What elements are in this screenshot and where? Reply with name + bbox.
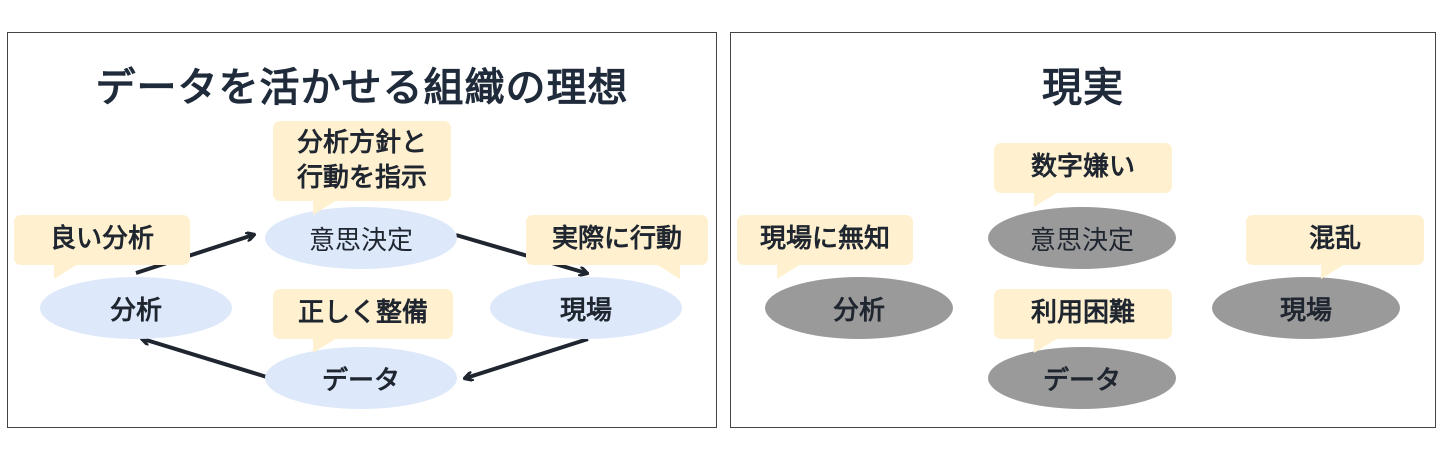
callout-directive-line1: 分析方針と: [296, 127, 427, 158]
reality-node-analysis: 分析: [765, 277, 953, 339]
node-analysis-label: 分析: [109, 295, 162, 326]
arrow-field-to-data: [466, 337, 589, 378]
reality-node-analysis-label: 分析: [832, 295, 885, 326]
node-data-label: データ: [321, 365, 400, 396]
node-analysis: 分析: [40, 277, 232, 339]
reality-node-data-label: データ: [1042, 365, 1121, 396]
callout-numbers-dislike: 数字嫌い: [994, 143, 1172, 207]
arrow-data-to-analysis: [143, 339, 271, 380]
node-decision-label: 意思決定: [308, 225, 413, 256]
callout-confusion: 混乱: [1246, 215, 1424, 279]
reality-title: 現実: [1042, 65, 1124, 111]
reality-node-field-label: 現場: [1279, 295, 1332, 326]
ideal-arrows: [135, 33, 718, 429]
callout-hard-to-use: 利用困難: [994, 289, 1172, 353]
reality-node-decision-label: 意思決定: [1029, 225, 1134, 256]
ideal-title: データを活かせる組織の理想: [95, 65, 629, 111]
reality-node-field: 現場: [1212, 277, 1400, 339]
callout-directive-line2: 行動を指示: [296, 163, 427, 193]
node-field-label: 現場: [559, 295, 612, 326]
callout-act: 実際に行動: [526, 215, 708, 279]
reality-node-decision: 意思決定: [988, 207, 1176, 269]
node-field: 現場: [490, 277, 682, 339]
callout-ignorance: 現場に無知: [737, 215, 913, 279]
callout-good-analysis: 良い分析: [14, 215, 190, 279]
reality-panel: 現実 分析 意思決定 現場 データ 現場に無知 数字嫌い 利用困難 混乱: [730, 32, 1436, 428]
callout-directive: 分析方針と 行動を指示: [273, 121, 451, 215]
ideal-panel: データを活かせる組織の理想 分析 意思決定 現場 データ 良い分析 分析方針と …: [7, 32, 717, 428]
callout-maintain: 正しく整備: [273, 289, 453, 353]
arrow-analysis-to-decision: [135, 235, 253, 275]
arrow-decision-to-field: [455, 233, 586, 273]
reality-node-data: データ: [988, 347, 1176, 409]
node-data: データ: [265, 347, 457, 409]
node-decision: 意思決定: [265, 207, 457, 269]
